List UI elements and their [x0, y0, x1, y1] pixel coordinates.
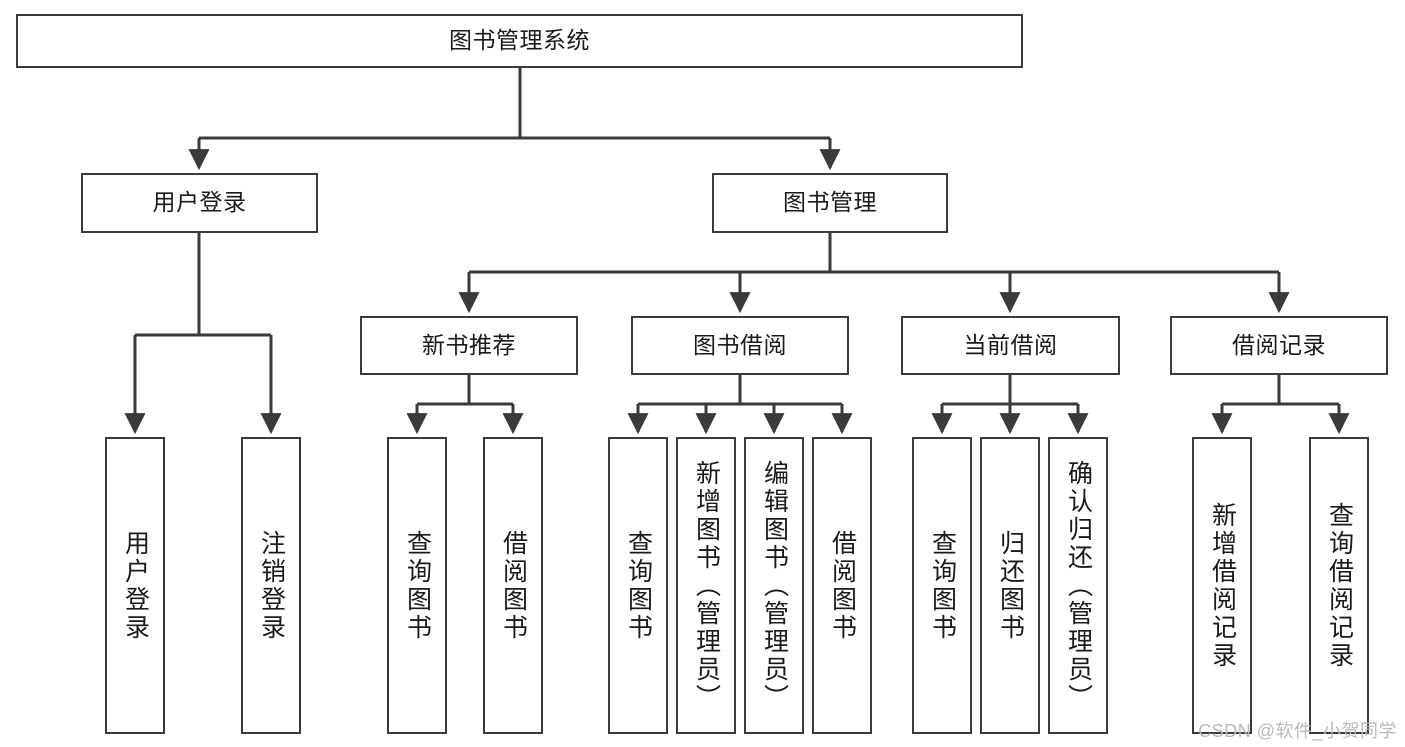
node-book-management[interactable]: 图书管理 [712, 173, 948, 233]
node-leaf-query-borrow-record[interactable]: 查询借阅记录 [1309, 437, 1369, 734]
node-leaf-borrow-book[interactable]: 借阅图书 [812, 437, 872, 734]
node-leaf-confirm-return-admin[interactable]: 确认归还（管理员） [1048, 437, 1108, 734]
node-leaf-borrow-book-recommend[interactable]: 借阅图书 [483, 437, 543, 734]
node-label: 借阅记录 [1232, 331, 1326, 358]
node-new-book-recommendation[interactable]: 新书推荐 [360, 316, 578, 375]
node-user-login[interactable]: 用户登录 [81, 173, 318, 233]
csdn-watermark: CSDN @软件_小贺同学 [1198, 721, 1397, 741]
node-leaf-return-book[interactable]: 归还图书 [980, 437, 1040, 734]
node-current-borrowing[interactable]: 当前借阅 [901, 316, 1120, 375]
node-label: 查询图书 [403, 529, 432, 642]
node-leaf-logout[interactable]: 注销登录 [241, 437, 301, 734]
node-label: 借阅图书 [828, 529, 857, 642]
node-leaf-query-book-recommend[interactable]: 查询图书 [387, 437, 447, 734]
node-borrowing-record[interactable]: 借阅记录 [1170, 316, 1388, 375]
node-book-borrowing[interactable]: 图书借阅 [631, 316, 849, 375]
node-leaf-add-book-admin[interactable]: 新增图书（管理员） [676, 437, 736, 734]
node-label: 图书借阅 [693, 331, 787, 358]
node-leaf-user-login[interactable]: 用户登录 [105, 437, 165, 734]
node-label: 用户登录 [121, 529, 150, 642]
node-root-book-management-system[interactable]: 图书管理系统 [16, 14, 1023, 68]
node-label: 查询图书 [624, 529, 653, 642]
node-leaf-query-book-borrow[interactable]: 查询图书 [608, 437, 668, 734]
node-label: 确认归还（管理员） [1064, 459, 1093, 712]
node-label: 查询借阅记录 [1325, 501, 1354, 670]
node-label: 图书管理 [783, 189, 877, 216]
node-label: 新书推荐 [422, 331, 516, 358]
node-label: 归还图书 [996, 529, 1025, 642]
node-label: 图书管理系统 [449, 27, 590, 54]
node-label: 注销登录 [257, 529, 286, 642]
node-label: 当前借阅 [963, 331, 1058, 358]
node-leaf-query-book-current[interactable]: 查询图书 [912, 437, 972, 734]
node-label: 新增图书（管理员） [692, 459, 721, 712]
node-label: 用户登录 [152, 189, 247, 216]
node-label: 编辑图书（管理员） [760, 459, 789, 712]
node-leaf-edit-book-admin[interactable]: 编辑图书（管理员） [744, 437, 804, 734]
node-leaf-add-borrow-record[interactable]: 新增借阅记录 [1192, 437, 1252, 734]
node-label: 新增借阅记录 [1208, 501, 1237, 670]
node-label: 查询图书 [928, 529, 957, 642]
node-label: 借阅图书 [499, 529, 528, 642]
